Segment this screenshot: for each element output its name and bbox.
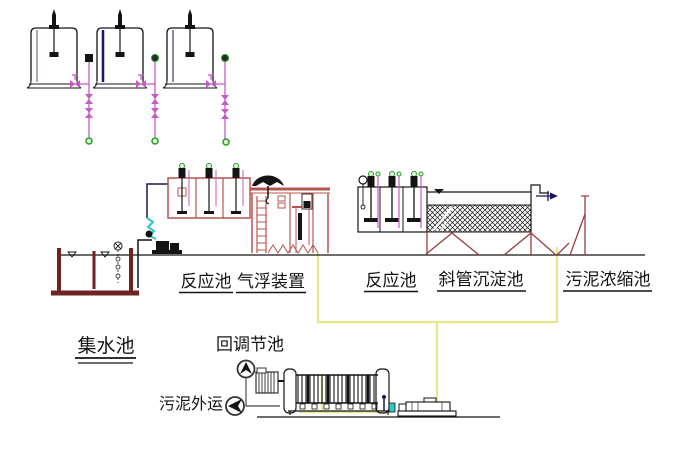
level-gauge — [358, 175, 368, 210]
outer-columns — [251, 193, 329, 253]
flow-direction-left-icon — [225, 396, 245, 416]
pipe-end-marker-icon — [222, 138, 230, 146]
label-air-flotation: 气浮装置 — [237, 272, 305, 292]
tank-partitions — [379, 187, 404, 232]
inlet-fitting — [388, 402, 396, 413]
agitator-icon — [49, 9, 59, 57]
flow-direction-up-icon — [236, 359, 256, 379]
agitator-icon — [407, 171, 424, 228]
dosing-pipe — [213, 62, 226, 139]
dosing-tank-2 — [92, 9, 159, 145]
junction-box — [277, 195, 286, 202]
pump-cap — [423, 397, 437, 403]
label-collecting-tank: 集水池 — [77, 335, 134, 357]
inclined-tube-settler — [424, 184, 558, 256]
press-motor — [255, 367, 284, 394]
label-reaction-tank-1: 反应池 — [181, 272, 232, 292]
agitator-icon — [364, 171, 381, 228]
collecting-tank — [51, 239, 152, 296]
sludge-thickener-structure — [556, 195, 589, 256]
label-return-regulating-tank: 回调节池 — [216, 335, 284, 355]
pump-base — [152, 250, 182, 254]
flow-markers — [225, 359, 280, 416]
feed-line — [146, 183, 168, 218]
pump-inlet-ball — [145, 230, 153, 238]
water-level-icon — [434, 189, 444, 194]
label-inclined-tube-settler: 斜管沉淀池 — [439, 270, 524, 290]
valve-icon — [221, 95, 229, 119]
inner-columns — [289, 193, 314, 253]
hatch-highlight — [439, 207, 459, 232]
press-head-plate — [283, 368, 297, 414]
support-trusses — [267, 244, 319, 254]
label-sludge-hauled-away: 污泥外运 — [159, 394, 223, 413]
pump-body — [156, 241, 169, 250]
dosing-tank-3 — [162, 9, 230, 146]
dosing-pipe — [143, 62, 156, 137]
agitator-icon — [204, 163, 217, 214]
agitator-icon — [185, 9, 195, 57]
riser-cap — [151, 54, 159, 62]
water-level-icon — [67, 251, 110, 258]
press-end-plate — [375, 368, 390, 414]
scraper-drive-icon — [252, 175, 284, 205]
inlet-valve — [382, 395, 386, 411]
tube-module-hatch-icon — [426, 204, 532, 233]
valve-icon — [85, 94, 93, 118]
screw-pump-icon — [382, 395, 457, 417]
float-level-switch-icon — [113, 241, 123, 283]
pump-body — [405, 401, 451, 412]
pump-motor — [170, 243, 179, 250]
press-rollers — [299, 403, 378, 410]
ladder-icon — [256, 196, 267, 253]
pump-coupling — [398, 403, 407, 412]
connector-line — [245, 378, 280, 407]
suction-pipe — [137, 239, 152, 288]
label-sludge-thickener: 污泥浓缩池 — [566, 270, 651, 290]
dosing-station — [26, 9, 230, 146]
agitator-icon — [177, 163, 190, 214]
outlet-valve-icon — [206, 74, 216, 88]
reaction-tank-1 — [167, 163, 251, 219]
agitator-icon — [231, 163, 244, 214]
riser-bar — [298, 213, 302, 240]
control-panel — [301, 193, 313, 210]
labels: 集水池 反应池 气浮装置 反应池 斜管沉淀池 污泥浓缩池 回调节池 污泥外运 — [75, 270, 652, 413]
dosing-pipe — [77, 61, 90, 137]
agitator-icon — [385, 171, 402, 228]
hatch-highlight — [433, 206, 453, 231]
label-reaction-tank-2: 反应池 — [366, 271, 417, 291]
table-legs — [295, 207, 310, 253]
pump-base — [397, 410, 457, 417]
tank-partitions — [195, 178, 224, 218]
pipe-end-marker-icon — [151, 137, 159, 145]
body-lines — [411, 402, 443, 411]
pipe-end-marker-icon — [85, 137, 93, 145]
outlet-valve-icon — [136, 74, 146, 88]
junction-box — [277, 202, 286, 209]
air-flotation-unit — [250, 175, 330, 254]
reaction-tank-2 — [357, 171, 428, 233]
press-base — [288, 410, 392, 415]
valve-icon — [151, 94, 159, 118]
weir-outlet-arrow-icon — [530, 184, 558, 201]
agitator-icon — [115, 9, 125, 57]
outlet-valve-icon — [70, 74, 80, 88]
filter-plates — [297, 375, 375, 403]
hopper-supports — [424, 232, 557, 256]
riser-cap — [221, 54, 229, 62]
dosing-tank-1 — [26, 9, 93, 145]
transfer-pump-icon — [145, 183, 182, 254]
filter-press-icon — [255, 367, 392, 415]
riser-cap — [85, 54, 93, 62]
